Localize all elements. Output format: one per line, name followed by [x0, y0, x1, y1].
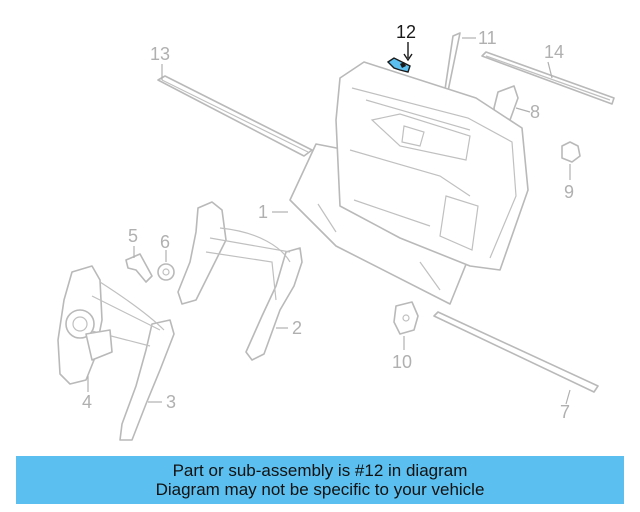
banner-line-1: Part or sub-assembly is #12 in diagram: [172, 461, 468, 480]
part-4-motor: [65, 309, 113, 361]
part-5-bracket: [125, 253, 153, 283]
door-trim-panel: [335, 61, 529, 271]
part-2-regulator: [177, 201, 303, 361]
part-6-bushing: [157, 263, 175, 281]
parts-diagram: 1 2 3 4 5 6 7 8 9 10 11 12 13 14: [57, 22, 615, 441]
callout-7: 7: [560, 402, 570, 422]
callout-1: 1: [258, 202, 268, 222]
callouts: 1 2 3 4 5 6 7 8 9 10 11 12 13 14: [82, 22, 574, 422]
part-7-rod: [433, 311, 599, 393]
part-12-clip: [386, 57, 411, 73]
callout-10: 10: [392, 352, 412, 372]
part-13-molding-strip: [157, 75, 313, 157]
part-9-clip: [561, 141, 581, 163]
part-10-bracket: [393, 301, 419, 335]
callout-12: 12: [396, 22, 416, 42]
part-11-pin: [443, 32, 461, 97]
callout-9: 9: [564, 182, 574, 202]
callout-5: 5: [128, 226, 138, 246]
callout-3: 3: [166, 392, 176, 412]
callout-4: 4: [82, 392, 92, 412]
callout-6: 6: [160, 232, 170, 252]
part-3-regulator: [57, 265, 175, 441]
callout-14: 14: [544, 42, 564, 62]
callout-11: 11: [478, 28, 497, 48]
callout-8: 8: [530, 102, 540, 122]
leader-lines: [87, 37, 571, 405]
callout-2: 2: [292, 318, 302, 338]
callout-13: 13: [150, 44, 170, 64]
part-14-strip: [481, 51, 615, 105]
info-banner: Part or sub-assembly is #12 in diagram D…: [16, 456, 624, 504]
banner-line-2: Diagram may not be specific to your vehi…: [155, 480, 485, 499]
